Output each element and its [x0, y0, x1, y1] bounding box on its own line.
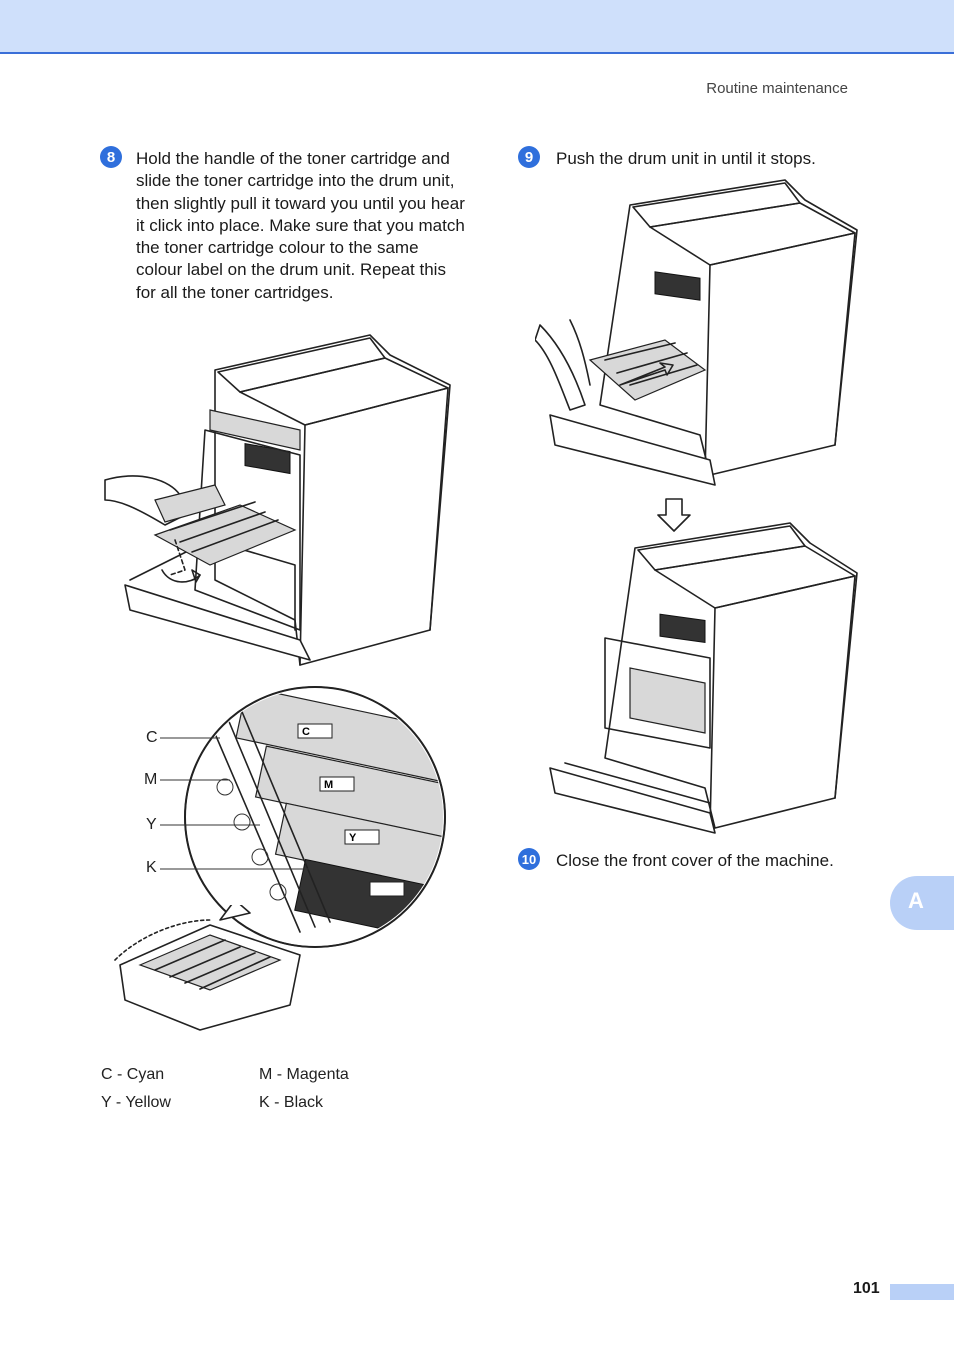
appendix-tab-label: A [908, 888, 924, 913]
down-arrow-icon [657, 498, 691, 532]
step-8-badge: 8 [100, 146, 122, 168]
callout-c: C [146, 729, 158, 746]
legend-yellow: Y - Yellow [101, 1094, 171, 1111]
step-10-badge: 10 [518, 848, 540, 870]
step-9-badge: 9 [518, 146, 540, 168]
drum-push-illustration [535, 179, 858, 486]
page-number-tab [890, 1284, 954, 1300]
legend-black: K - Black [259, 1094, 324, 1111]
callout-leader-lines [160, 737, 320, 870]
top-color-bar [0, 0, 954, 54]
running-header: Routine maintenance [706, 80, 848, 97]
toner-insertion-illustration [104, 334, 451, 666]
legend-magenta: M - Magenta [259, 1066, 349, 1083]
drum-label-k: K [374, 884, 382, 896]
page-number: 101 [853, 1280, 880, 1297]
drum-unit-overview [114, 905, 301, 1031]
callout-y: Y [146, 816, 157, 833]
step-10-text: Close the front cover of the machine. [556, 851, 834, 870]
callout-k: K [146, 859, 157, 876]
callout-m: M [144, 771, 158, 788]
step-9-text: Push the drum unit in until it stops. [556, 149, 816, 168]
drum-label-c: C [302, 726, 310, 738]
drum-inserted-illustration [549, 522, 858, 834]
drum-labels-closeup: C M Y K [184, 686, 446, 948]
appendix-tab: A [890, 876, 954, 930]
drum-label-m: M [324, 779, 333, 791]
legend-cyan: C - Cyan [101, 1066, 165, 1083]
drum-label-y: Y [349, 832, 357, 844]
step-8-text: Hold the handle of the toner cartridge a… [136, 149, 465, 302]
